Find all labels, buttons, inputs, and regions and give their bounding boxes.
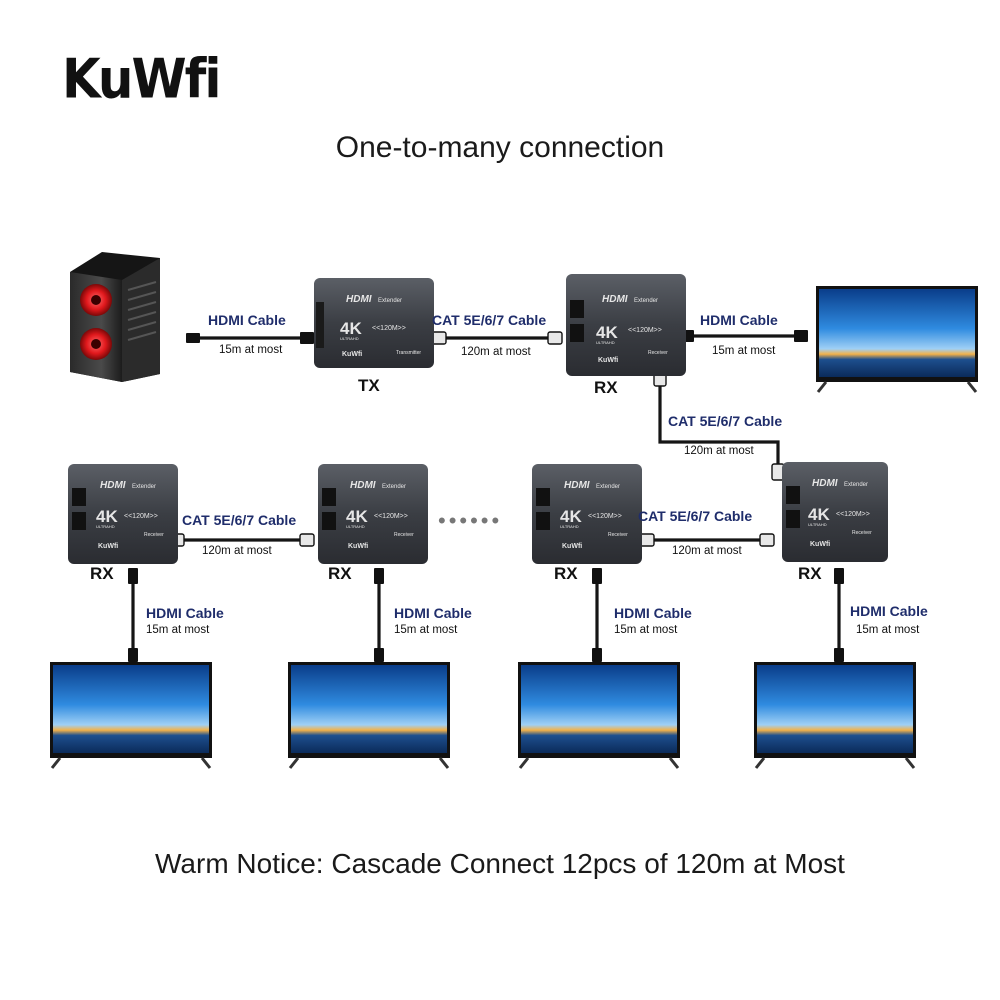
device-sub: Extender [132,484,156,490]
device-logo: HDMI [812,478,838,489]
cat-distance-label: 120m at most [672,545,742,557]
cat-distance-label: 120m at most [461,346,531,358]
device-maker: KuWfi [348,543,368,550]
device-range: <<120M>> [628,327,662,334]
continuation-dots: •••••• [438,508,503,533]
device-logo: HDMI [346,294,372,305]
tv-display-icon [50,286,978,769]
rx-label: RX [90,564,114,583]
device-logo: HDMI [602,294,628,305]
device-maker: KuWfi [342,351,362,358]
device-logo: HDMI [100,480,126,491]
hdmi-cable-label: HDMI Cable [700,312,778,328]
device-logo: HDMI [564,480,590,491]
brand-logo: KuWfi [62,48,222,111]
device-badge: 4K [596,323,618,342]
hdmi-distance-label: 15m at most [712,345,776,357]
device-badge: 4K [560,507,582,526]
device-badge: 4K [808,505,830,524]
device-sub: Extender [844,482,868,488]
cat-cable-label: CAT 5E/6/7 Cable [638,508,753,524]
device-sub: Extender [634,298,658,304]
hdmi-plug-icon [128,330,844,662]
device-range: <<120M>> [374,513,408,520]
device-badge-sub: ULTRAHD [346,524,365,529]
hdmi-cable-label: HDMI Cable [146,605,224,621]
hdmi-distance-label: 15m at most [856,624,920,636]
device-maker: KuWfi [98,543,118,550]
device-caption: Transmitter [396,350,421,356]
device-sub: Extender [596,484,620,490]
device-badge-sub: ULTRAHD [340,336,359,341]
device-caption: Receiver [852,530,872,536]
cat-distance-label: 120m at most [202,545,272,557]
device-caption: Receiver [608,532,628,538]
rx-label: RX [328,564,352,583]
device-badge-sub: ULTRAHD [808,522,827,527]
hdmi-distance-label: 15m at most [614,624,678,636]
device-badge: 4K [340,319,362,338]
hdmi-cable-label: HDMI Cable [394,605,472,621]
device-badge: 4K [346,507,368,526]
device-printing: HDMI Extender 4K ULTRAHD <<120M>> KuWfi … [96,294,872,550]
device-badge: 4K [96,507,118,526]
device-sub: Extender [382,484,406,490]
warm-notice: Warm Notice: Cascade Connect 12pcs of 12… [155,848,845,879]
device-logo: HDMI [350,480,376,491]
device-maker: KuWfi [562,543,582,550]
cat-distance-label: 120m at most [684,445,754,457]
cat-cable-label: CAT 5E/6/7 Cable [182,512,297,528]
device-caption: Receiver [648,350,668,356]
hdmi-distance-label: 15m at most [219,344,283,356]
device-range: <<120M>> [124,513,158,520]
device-maker: KuWfi [810,541,830,548]
rx-label: RX [798,564,822,583]
device-badge-sub: ULTRAHD [96,524,115,529]
cable-lines [131,334,841,662]
device-range: <<120M>> [372,325,406,332]
computer-tower-icon [70,252,160,382]
device-caption: Receiver [394,532,414,538]
rx-label: RX [594,378,618,397]
diagram-title: One-to-many connection [335,131,665,164]
device-range: <<120M>> [836,511,870,518]
device-sub: Extender [378,298,402,304]
cat-cable-label: CAT 5E/6/7 Cable [668,413,783,429]
hdmi-cable-label: HDMI Cable [614,605,692,621]
cat-cable-label: CAT 5E/6/7 Cable [432,312,547,328]
hdmi-cable-label: HDMI Cable [208,312,286,328]
hdmi-distance-label: 15m at most [146,624,210,636]
hdmi-distance-label: 15m at most [394,624,458,636]
device-maker: KuWfi [598,357,618,364]
rx-label: RX [554,564,578,583]
device-range: <<120M>> [588,513,622,520]
device-badge-sub: ULTRAHD [560,524,579,529]
extender-box-icon [68,274,888,564]
device-badge-sub: ULTRAHD [596,340,615,345]
device-caption: Receiver [144,532,164,538]
tx-label: TX [358,376,380,395]
hdmi-cable-label: HDMI Cable [850,603,928,619]
